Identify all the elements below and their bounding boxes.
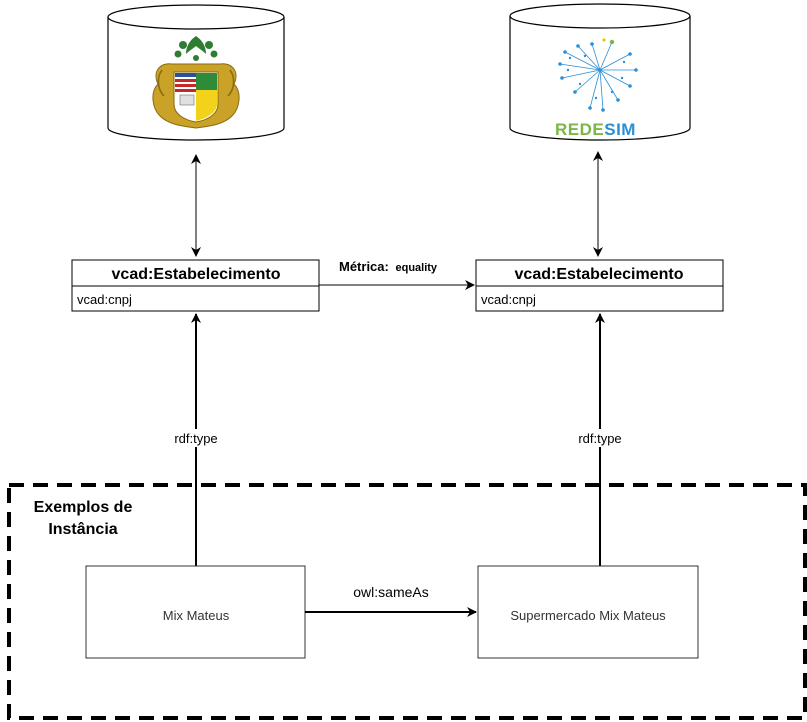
redesim-logo-text: REDESIM [555, 120, 636, 139]
right-class-attribute: vcad:cnpj [481, 292, 536, 307]
right-class-box: vcad:Estabelecimento vcad:cnpj [475, 259, 724, 312]
left-instance-box: Mix Mateus [85, 565, 306, 659]
metric-label: Métrica: equality [339, 259, 438, 274]
left-class-attribute: vcad:cnpj [77, 292, 132, 307]
instances-group-title-line1: Exemplos de [34, 499, 133, 516]
right-instance-label: Supermercado Mix Mateus [510, 608, 666, 623]
left-rdf-type-label: rdf:type [174, 431, 217, 446]
left-class-box: vcad:Estabelecimento vcad:cnpj [71, 259, 320, 312]
redesim-logo: REDESIM [555, 38, 638, 139]
instances-group-border [7, 483, 807, 720]
right-database [509, 3, 691, 141]
same-as-label: owl:sameAs [353, 584, 428, 600]
right-instance-box: Supermercado Mix Mateus [477, 565, 699, 659]
right-rdf-type-label: rdf:type [578, 431, 621, 446]
coat-of-arms-logo [152, 36, 240, 129]
left-instance-label: Mix Mateus [163, 608, 230, 623]
left-class-title: vcad:Estabelecimento [112, 266, 281, 283]
right-class-title: vcad:Estabelecimento [515, 266, 684, 283]
instances-group-title-line2: Instância [48, 521, 117, 538]
metric-label-name: Métrica: [339, 259, 389, 274]
metric-label-value: equality [395, 262, 437, 274]
